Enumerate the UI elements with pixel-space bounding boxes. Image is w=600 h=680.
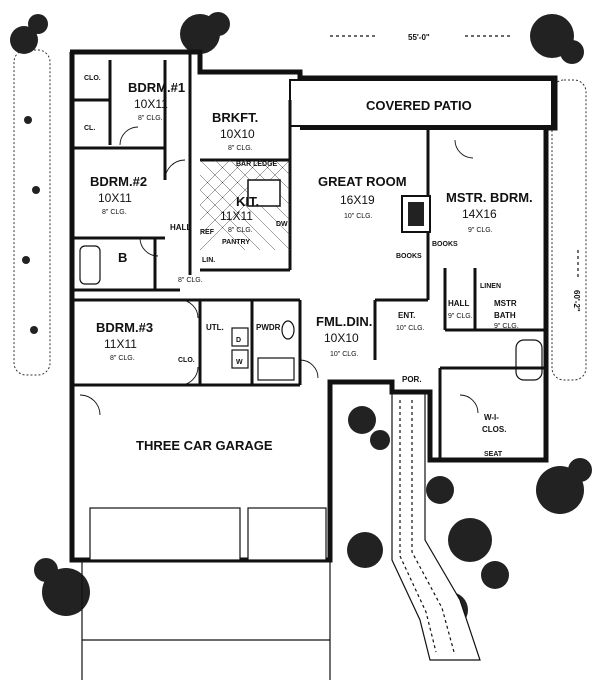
ent-label: ENT.: [398, 311, 415, 320]
master-bdrm-name: MSTR. BDRM.: [446, 190, 533, 205]
bdrm2-name: BDRM.#2: [90, 174, 147, 189]
wic-line1: W-I-: [484, 413, 499, 422]
bdrm3-size: 11X11: [104, 337, 137, 351]
fireplace-hearth: [408, 202, 424, 226]
fml-din-name: FML.DIN.: [316, 314, 372, 329]
hall-right-ceiling: 9" CLG.: [448, 313, 473, 320]
pwdr-label: PWDR: [256, 323, 281, 332]
bdrm3-ceiling: 8" CLG.: [110, 355, 135, 362]
bath-b-label: B: [118, 250, 127, 265]
pantry-label: PANTRY: [222, 239, 250, 246]
closet-cl-label: CL.: [84, 125, 95, 132]
mstr-bath-ceiling: 9" CLG.: [494, 323, 519, 330]
utl-label: UTL.: [206, 323, 224, 332]
brkft-ceiling: 8" CLG.: [228, 145, 253, 152]
great-room-size: 16X19: [340, 193, 375, 207]
bdrm1-ceiling: 8" CLG.: [138, 115, 163, 122]
garage-name: THREE CAR GARAGE: [136, 438, 273, 453]
porch-label: POR.: [402, 375, 422, 384]
ent-ceiling: 10" CLG.: [396, 325, 425, 332]
mstr-bath-line2: BATH: [494, 311, 516, 320]
hall-left-ceiling: 8" CLG.: [178, 277, 203, 284]
kit-ceiling: 8" CLG.: [228, 227, 253, 234]
left-hedge: [10, 14, 51, 376]
hall-right-label: HALL: [448, 299, 469, 308]
kitchen-island: [247, 179, 281, 207]
great-room-name: GREAT ROOM: [318, 174, 407, 189]
bathtub-hall-bath: [79, 245, 101, 285]
brkft-size: 10X10: [220, 127, 255, 141]
bar-ledge-label: BAR LEDGE: [236, 161, 278, 168]
walkway: [81, 391, 481, 680]
dimension-lines: [330, 35, 579, 280]
bathtub-master: [515, 339, 543, 381]
ref-label: REF: [200, 229, 215, 236]
right-hedge: [551, 79, 587, 381]
dryer: [231, 327, 249, 347]
overall-depth: 60'-2": [572, 290, 581, 312]
seat-label: SEAT: [484, 451, 503, 458]
fml-din-size: 10X10: [324, 331, 359, 345]
great-room-ceiling: 10" CLG.: [344, 213, 373, 220]
washer-label: W: [236, 359, 243, 366]
pwdr-vanity: [257, 357, 295, 381]
master-bdrm-size: 14X16: [462, 207, 497, 221]
door-swings: [79, 126, 479, 416]
dw-label: DW: [276, 221, 288, 228]
bdrm3-name: BDRM.#3: [96, 320, 153, 335]
bdrm1-size: 10X11: [134, 97, 168, 111]
fml-din-ceiling: 10" CLG.: [330, 351, 359, 358]
master-bdrm-ceiling: 9" CLG.: [468, 227, 493, 234]
kit-name: KIT.: [236, 194, 259, 209]
closet-bdrm3-label: CLO.: [178, 357, 195, 364]
dryer-label: D: [236, 337, 241, 344]
linen-label: LINEN: [480, 283, 501, 290]
washer: [231, 349, 249, 369]
books-right-label: BOOKS: [432, 241, 458, 248]
hall-left-label: HALL: [170, 223, 191, 232]
lin-kit-label: LIN.: [202, 257, 215, 264]
closet-top-label: CLO.: [84, 75, 101, 82]
covered-patio-name: COVERED PATIO: [366, 98, 472, 113]
bdrm1-name: BDRM.#1: [128, 80, 185, 95]
overall-width: 55'-0": [408, 33, 430, 42]
bdrm2-ceiling: 8" CLG.: [102, 209, 127, 216]
books-left-label: BOOKS: [396, 253, 422, 260]
kit-size: 11X11: [220, 209, 253, 223]
mstr-bath-line1: MSTR: [494, 299, 517, 308]
wic-line2: CLOS.: [482, 425, 506, 434]
bdrm2-size: 10X11: [98, 191, 132, 205]
brkft-name: BRKFT.: [212, 110, 258, 125]
exterior-walls: [69, 49, 558, 563]
tree-bottom-left: [42, 568, 90, 616]
toilet-pwdr: [281, 320, 295, 340]
